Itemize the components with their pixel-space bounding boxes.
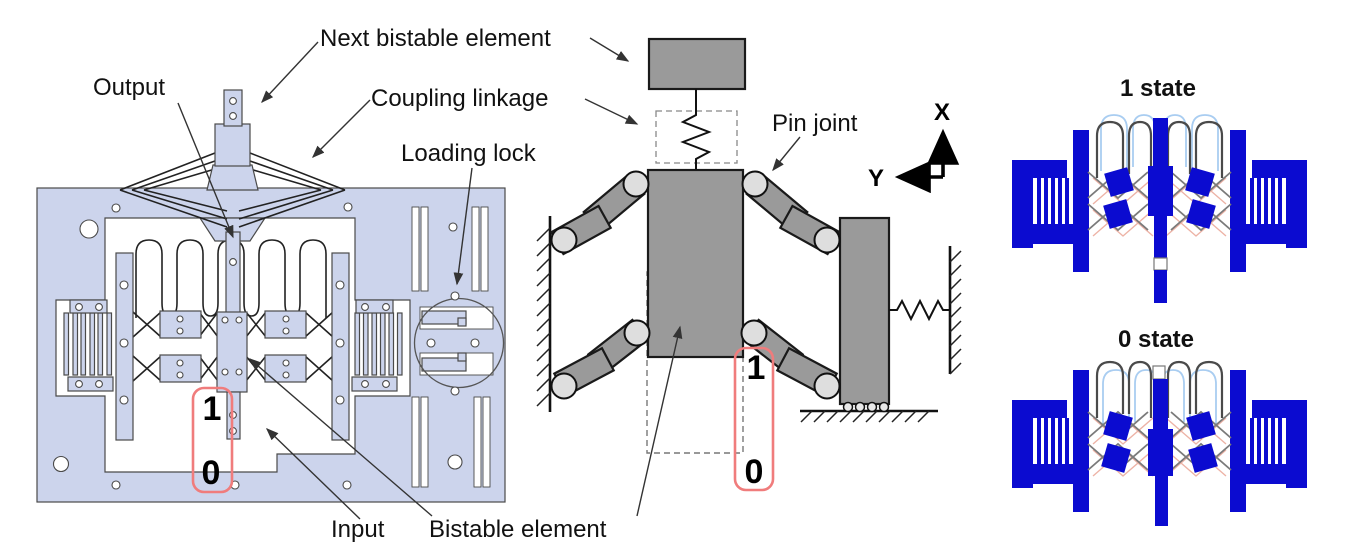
label-loading-lock: Loading lock	[401, 140, 537, 167]
label-next-bistable-element: Next bistable element	[320, 25, 551, 52]
axis-indicator: X Y	[868, 99, 960, 194]
leader-output	[177, 102, 234, 239]
leader-bistable-right	[636, 325, 683, 517]
leader-next-bistable-right	[589, 37, 630, 62]
slider-column	[838, 216, 891, 406]
leader-loading-lock	[453, 167, 473, 286]
label-output: Output	[93, 74, 165, 101]
label-input: Input	[331, 516, 385, 543]
leader-next-bistable-left	[261, 41, 319, 104]
lateral-spring	[889, 298, 951, 322]
state-one-marker: 1	[747, 349, 766, 387]
state-zero-marker: 0	[745, 453, 764, 491]
axis-y-label: Y	[868, 165, 884, 192]
state-zero-title: 0 state	[1118, 326, 1194, 353]
ghost-position	[646, 271, 744, 454]
state-one-marker: 1	[203, 390, 222, 428]
state-marker-box	[733, 346, 775, 492]
state-one-image	[1010, 114, 1309, 303]
loading-lock-circle	[413, 297, 505, 389]
coupling-linkage-diamond	[119, 89, 346, 228]
central-shuttle	[198, 217, 267, 440]
comb-drive-right	[351, 299, 403, 392]
next-bistable-mass	[647, 37, 747, 91]
state-marker-box	[191, 386, 234, 494]
shuttle-block	[646, 168, 745, 359]
leader-pin-joint	[772, 136, 801, 172]
flexure-row	[132, 311, 334, 338]
leader-input	[265, 428, 361, 520]
label-coupling-linkage: Coupling linkage	[371, 85, 548, 112]
layout-diagram: 1 0	[36, 89, 506, 503]
label-pin-joint: Pin joint	[772, 110, 858, 137]
leader-bistable-left	[248, 358, 433, 517]
leader-coupling-right	[584, 98, 639, 125]
coupling-spring	[680, 89, 712, 170]
leader-coupling-left	[312, 99, 371, 158]
loading-lock-section	[411, 206, 505, 488]
callouts: Output Next bistable element Coupling li…	[93, 25, 858, 543]
pin-joints	[550, 170, 841, 400]
state-zero-marker: 0	[202, 454, 221, 492]
state-one-title: 1 state	[1120, 75, 1196, 102]
schematic-diagram: 1 0 X Y	[536, 37, 962, 492]
state-zero-image	[1010, 360, 1309, 526]
axis-x-label: X	[934, 99, 950, 126]
label-bistable-element: Bistable element	[429, 516, 607, 543]
comb-drive-left	[63, 299, 114, 392]
